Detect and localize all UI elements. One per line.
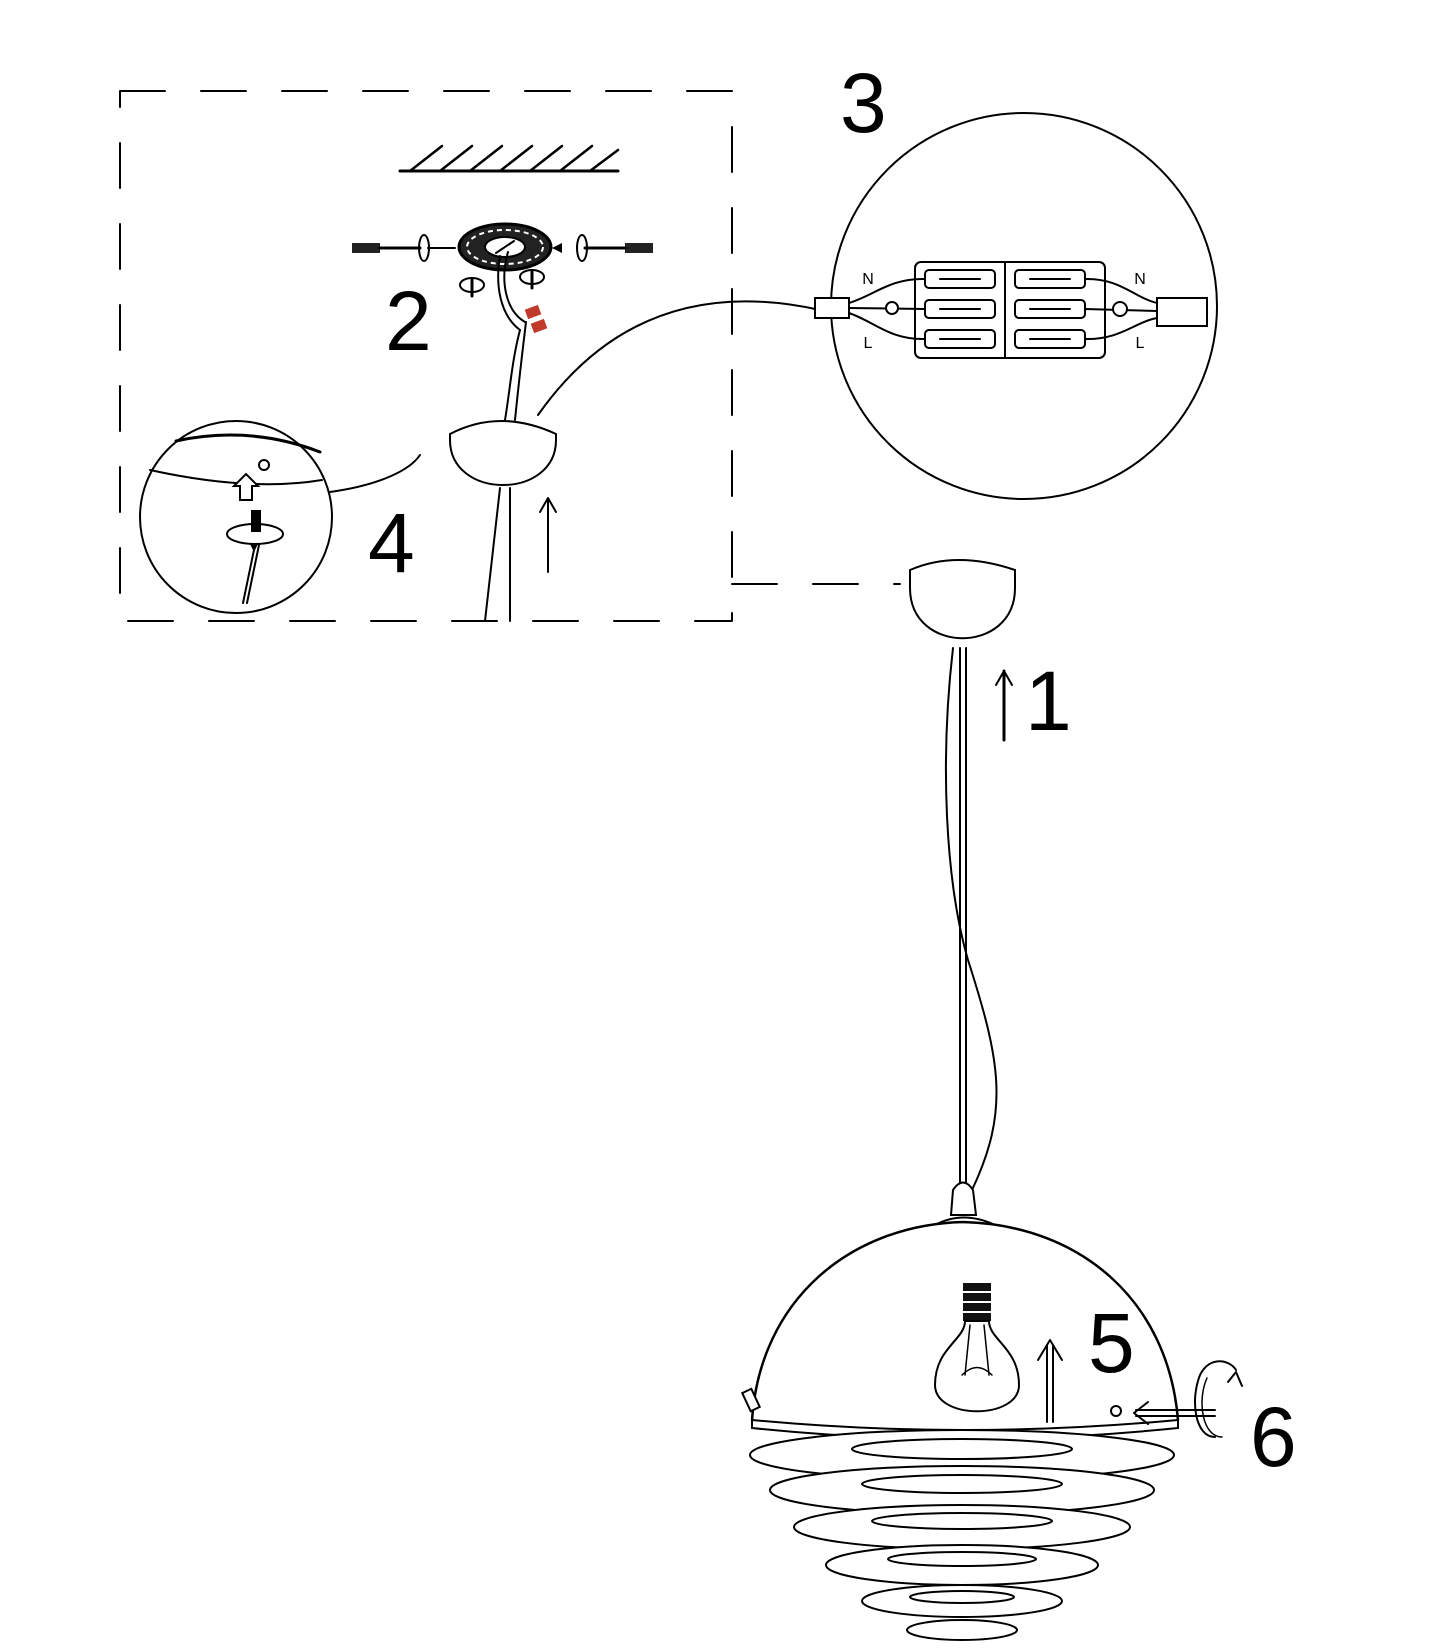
step-number-5: 5 [1088,1296,1135,1390]
canopy-screw-zoom [139,420,421,614]
connector-letter-right-bottom: L [1136,335,1145,352]
step-number-2: 2 [385,274,432,368]
bracket-screw-heads-icon [459,269,545,298]
terminal-block-zoom: N L N L [814,112,1218,500]
connector-letter-left-top: N [862,271,874,288]
step-5-arrow-icon [1037,1339,1063,1423]
wire-caps [524,304,548,334]
canopy [909,559,1016,640]
zoom-connector-curve [537,300,821,416]
supply-cable [497,251,527,421]
screw-left-icon [352,234,456,262]
set-screw-icon [1110,1401,1216,1425]
step-number-4: 4 [368,496,415,590]
step-1-arrow-icon [995,669,1013,742]
rotate-arrow-icon [1194,1360,1243,1438]
step-number-6: 6 [1250,1390,1297,1484]
lamp-shade-rings [749,1429,1175,1641]
ceiling-hatch [398,144,620,173]
light-bulb-icon [933,1283,1021,1413]
step-number-1: 1 [1025,654,1072,748]
suspension-rod-and-cable [945,647,998,1191]
canopy-detail [449,420,557,622]
connector-letter-left-bottom: L [864,335,873,352]
screw-right-icon [552,234,653,262]
connector-letter-right-top: N [1134,271,1146,288]
step-number-3: 3 [840,56,887,150]
ceiling-detail-frame [119,90,901,622]
